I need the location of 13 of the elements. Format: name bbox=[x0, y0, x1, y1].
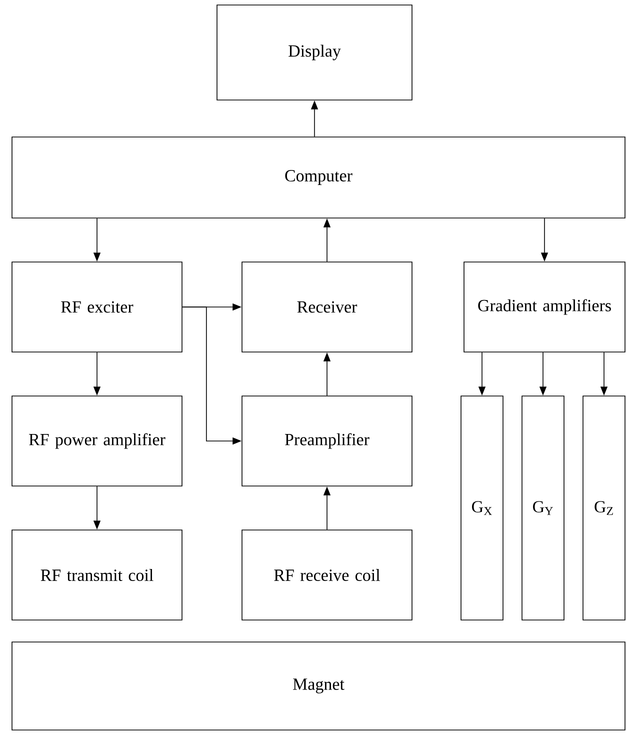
block-box: Display bbox=[216, 4, 412, 100]
block-box: RF receive coil bbox=[242, 530, 412, 620]
block-box: RF exciter bbox=[12, 262, 182, 352]
block-box: G$_{X}$ bbox=[460, 396, 504, 620]
block-box: RF transmit coil bbox=[12, 530, 182, 620]
block-box: Preamplifier bbox=[242, 396, 412, 486]
block-box: Magnet bbox=[12, 642, 626, 730]
block-box: Receiver bbox=[242, 262, 412, 352]
block-box: RF power amplifier bbox=[12, 396, 182, 486]
block-box: G$_{Y}$ bbox=[522, 396, 564, 620]
block-box: G$_{Z}$ bbox=[582, 396, 626, 620]
block-box: Gradient amplifiers bbox=[464, 262, 626, 352]
block-box: Computer bbox=[12, 136, 626, 218]
